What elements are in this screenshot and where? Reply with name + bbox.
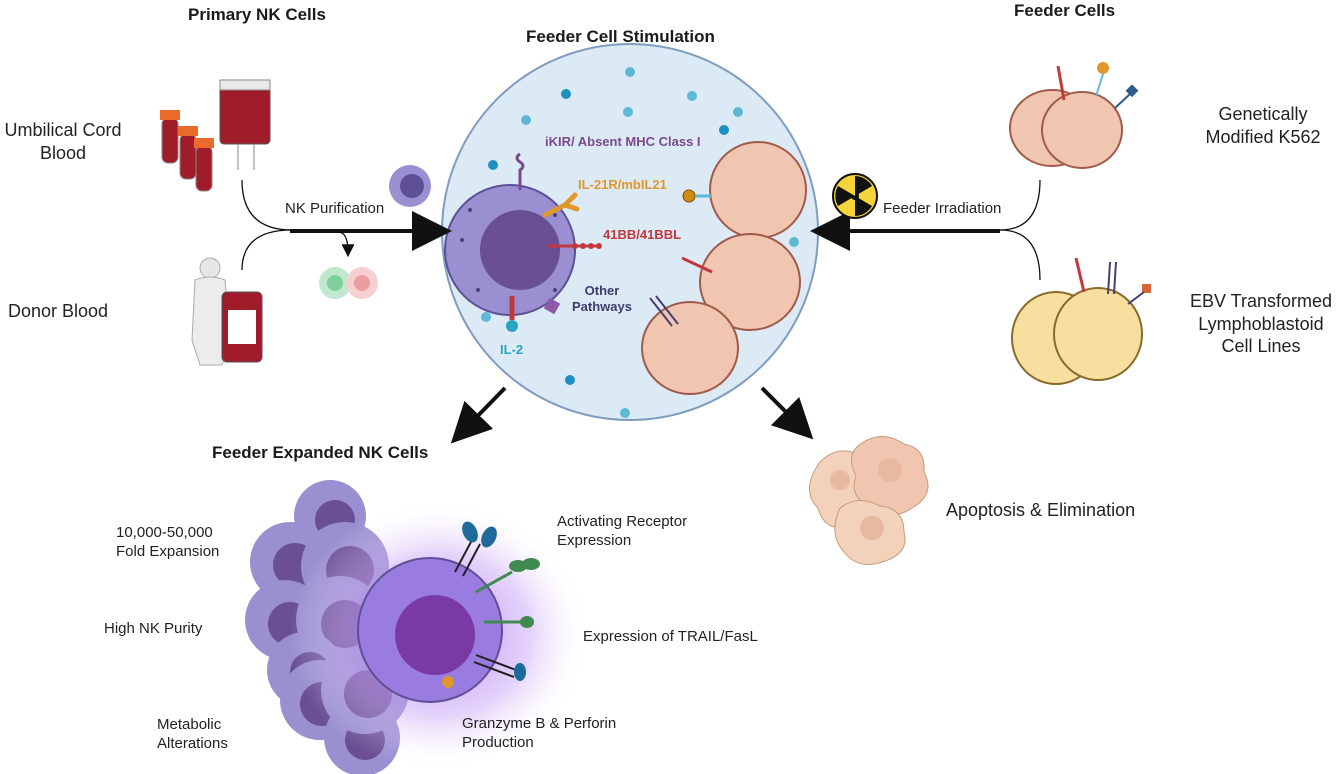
step-nk-purification: NK Purification xyxy=(285,200,385,217)
outcome-nk-purity: High NK Purity xyxy=(104,620,203,637)
expanded-nk-cluster xyxy=(245,480,590,774)
pathway-41bb: 41BB/41BBL xyxy=(603,227,682,242)
donor-person-icon xyxy=(191,257,263,366)
radiation-icon xyxy=(832,173,878,219)
cord-blood-tubes-icon xyxy=(160,110,214,192)
central-nk-cell xyxy=(444,152,602,332)
outcome-activating-receptor: Activating Receptor Expression xyxy=(557,513,688,549)
ebv-cells-icon xyxy=(1011,257,1151,385)
source-donor-blood: Donor Blood xyxy=(8,301,109,321)
step-feeder-irradiation: Feeder Irradiation xyxy=(883,200,1002,217)
feeder-type-k562: Genetically Modified K562 xyxy=(1205,104,1321,147)
inner-feeder-cells xyxy=(641,141,807,395)
apoptosis-arrow xyxy=(760,386,814,440)
blood-bag-icon xyxy=(219,79,271,170)
heading-feeder-cells: Feeder Cells xyxy=(1014,1,1116,20)
outcome-fold-expansion: 10,000-50,000 Fold Expansion xyxy=(116,524,220,560)
outcome-granzyme: Granzyme B & Perforin Production xyxy=(462,715,617,751)
pathway-other: Other Pathways xyxy=(572,283,632,315)
expansion-arrow xyxy=(450,386,507,444)
outcome-trail-fasl: Expression of TRAIL/FasL xyxy=(583,628,758,645)
pathway-il2: IL-2 xyxy=(500,342,524,357)
cytokine-dots xyxy=(481,67,799,418)
step-apoptosis: Apoptosis & Elimination xyxy=(946,500,1136,520)
k562-cells-icon xyxy=(1009,62,1139,169)
heading-primary-nk: Primary NK Cells xyxy=(188,5,326,24)
heading-feeder-stimulation: Feeder Cell Stimulation xyxy=(526,27,715,46)
outcome-metabolic: Metabolic Alterations xyxy=(157,716,228,752)
pathway-il21: IL-21R/mbIL21 xyxy=(578,177,667,192)
heading-expanded-nk: Feeder Expanded NK Cells xyxy=(212,443,429,462)
pathway-ikir: iKIR/ Absent MHC Class I xyxy=(545,134,701,149)
feeder-type-ebv: EBV Transformed Lymphoblastoid Cell Line… xyxy=(1189,291,1333,356)
apoptotic-cells-icon xyxy=(809,436,929,565)
source-cord-blood: Umbilical Cord Blood xyxy=(4,120,122,163)
